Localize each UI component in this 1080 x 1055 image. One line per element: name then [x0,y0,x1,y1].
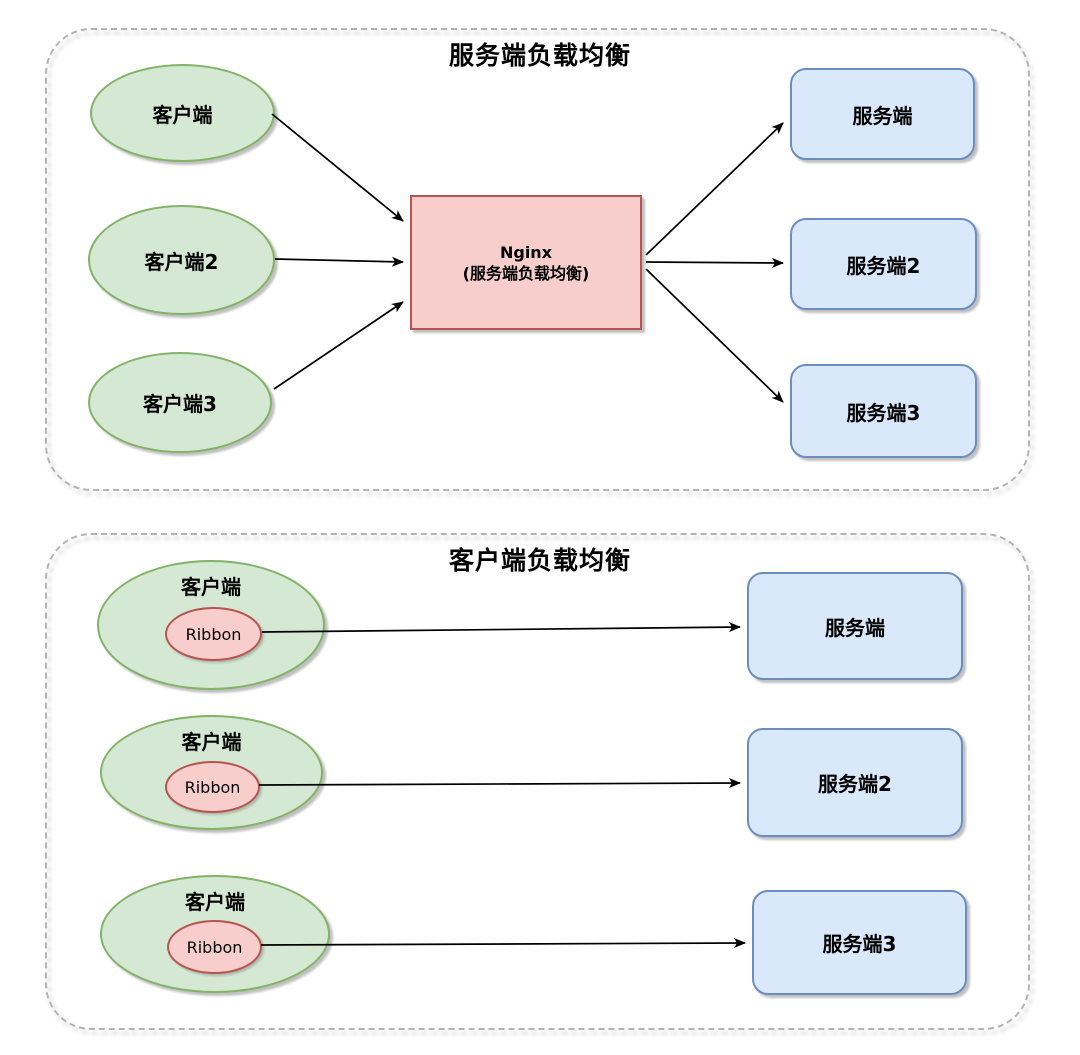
server-node-label: 服务端2 [846,253,921,278]
ribbon-label: Ribbon [185,624,242,644]
client-node-with-ribbon: 客户端 Ribbon [100,715,323,830]
server-lb-panel-border [45,28,1030,491]
client-node-with-ribbon: 客户端 Ribbon [97,560,325,690]
client-node-label: 客户端 [181,730,242,754]
client-node-label: 客户端3 [143,392,217,416]
ribbon-node: Ribbon [167,920,262,974]
nginx-name: Nginx [499,242,553,262]
client-node-label: 客户端 [181,575,241,599]
ribbon-label: Ribbon [184,777,241,797]
server-node-label: 服务端 [852,103,913,128]
ribbon-node: Ribbon [165,607,262,661]
client-node-with-ribbon: 客户端 Ribbon [100,875,330,993]
client-node-label: 客户端 [152,102,213,127]
server-node: 服务端 [790,68,975,160]
server-node: 服务端 [747,572,963,680]
server-node-label: 服务端3 [846,400,921,425]
server-node: 服务端3 [752,890,967,995]
client-node: 客户端2 [88,205,275,315]
nginx-subtitle: (服务端负载均衡) [462,263,590,283]
server-node-label: 服务端 [825,615,885,640]
client-lb-panel-border [45,533,1030,1030]
client-node: 客户端3 [88,352,272,453]
nginx-balancer-node: Nginx (服务端负载均衡) [410,195,642,330]
client-lb-title: 客户端负载均衡 [448,546,631,575]
ribbon-node: Ribbon [165,761,260,813]
server-lb-title: 服务端负载均衡 [448,41,631,70]
server-node-label: 服务端2 [818,772,892,796]
server-node-label: 服务端3 [822,932,897,956]
server-node: 服务端2 [790,218,977,310]
client-node-label: 客户端2 [144,249,219,274]
server-node: 服务端3 [790,364,977,458]
client-node: 客户端 [90,64,275,162]
ribbon-label: Ribbon [186,937,243,957]
server-node: 服务端2 [747,728,963,837]
client-node-label: 客户端 [185,890,245,914]
